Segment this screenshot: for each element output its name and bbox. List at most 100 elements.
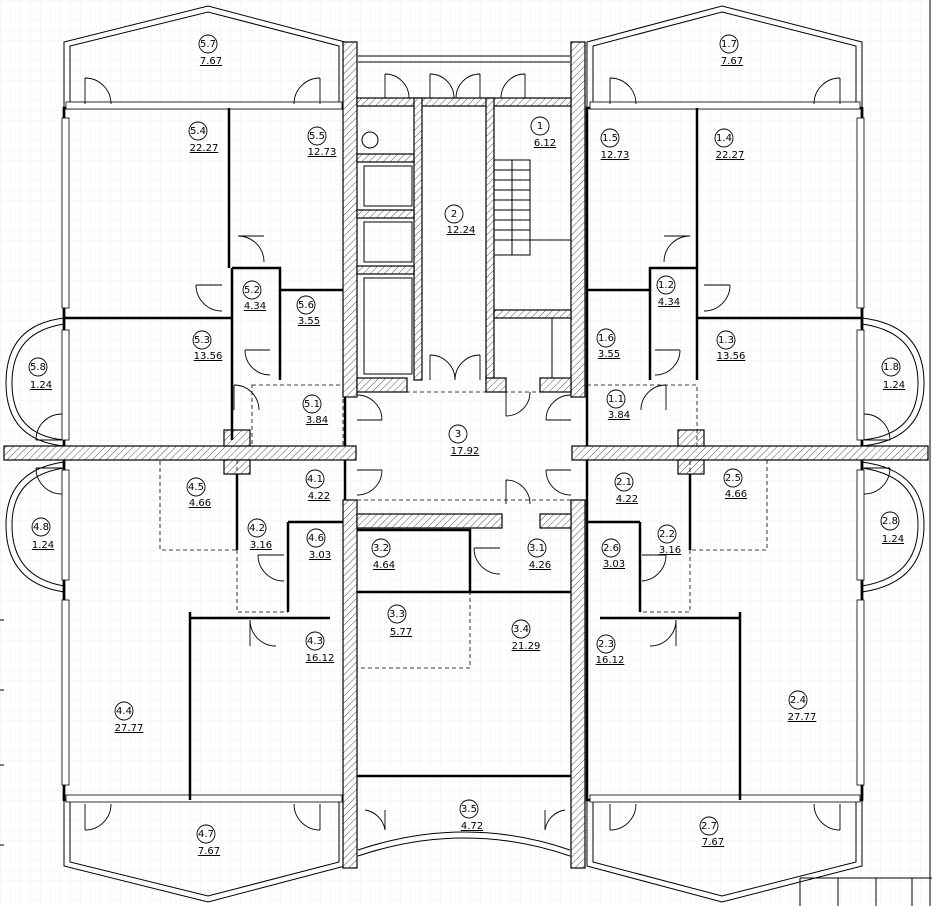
room-4-3: 4.3 16.12 [305,631,335,664]
room-2: 212.24 [444,204,475,236]
room-3-area: 17.92 [451,446,480,457]
partitions [64,108,862,800]
room-1-5-number: 1.5 [602,133,618,144]
room-3-5: 3.5 4.72 [459,799,483,832]
room-4-8-area: 1.24 [32,540,54,551]
room-3-4-number: 3.4 [513,624,529,635]
room-4-2-area: 3.16 [250,540,272,551]
room-1-7-area: 7.67 [721,56,743,67]
room-5-3-area: 13.56 [194,351,223,362]
room-3-2-number: 3.2 [373,543,389,554]
room-1-7: 1.7 7.67 [719,34,743,67]
room-5-1-number: 5.1 [304,399,320,410]
room-2-1-area: 4.22 [616,494,638,505]
room-3-3-area: 5.77 [390,627,412,638]
room-1-8-number: 1.8 [883,362,899,373]
room-3-1: 3.14.26 [527,538,551,571]
room-2-5: 2.5 4.66 [723,468,747,500]
room-1-number: 1 [537,121,543,132]
room-2-8-area: 1.24 [882,534,904,545]
room-2-5-area: 4.66 [725,489,747,500]
room-3-2: 3.24.64 [371,538,395,571]
room-2-4-number: 2.4 [790,695,806,706]
room-1-6: 1.6 3.55 [596,328,620,360]
room-2-6-number: 2.6 [603,543,619,554]
room-4-4-number: 4.4 [116,706,132,717]
room-3-3-number: 3.3 [389,609,405,620]
room-1-8: 1.8 1.24 [881,357,905,391]
room-5-5-area: 12.73 [308,147,337,158]
room-2-number: 2 [451,209,457,220]
room-5-1-area: 3.84 [306,415,328,426]
room-4-1: 4.1 4.22 [305,469,330,502]
room-2-2-number: 2.2 [659,529,675,540]
room-3-number: 3 [455,429,461,440]
room-2-4: 2.4 27.77 [788,690,817,723]
room-1-area: 6.12 [534,138,556,149]
room-4-1-area: 4.22 [308,491,330,502]
room-5-5-number: 5.5 [309,131,325,142]
room-4-3-area: 16.12 [306,653,335,664]
room-4-5-number: 4.5 [188,482,204,493]
room-1-4: 1.422.27 [714,128,744,161]
room-2-3: 2.316.12 [596,634,625,666]
room-1-7-number: 1.7 [721,39,737,50]
room-5-8-number: 5.8 [30,362,46,373]
room-4-8-number: 4.8 [33,522,49,533]
room-5-4-number: 5.4 [190,126,206,137]
room-5-6-number: 5.6 [298,300,314,311]
room-4-8: 4.8 1.24 [31,517,54,551]
room-1-8-area: 1.24 [883,380,905,391]
room-5-6-area: 3.55 [298,316,320,327]
room-3-4-area: 21.29 [512,641,541,652]
room-5-1: 5.1 3.84 [302,394,328,426]
doors [35,73,891,831]
room-4-7-area: 7.67 [198,846,220,857]
room-5-2-number: 5.2 [244,285,260,296]
room-5-8: 5.8 1.24 [28,357,52,391]
room-1-5-area: 12.73 [601,150,630,161]
room-5-7: 5.7 7.67 [198,34,222,67]
room-4-5: 4.5 4.66 [186,477,211,509]
room-5-7-number: 5.7 [200,39,216,50]
room-4-5-area: 4.66 [189,498,211,509]
room-1-1-area: 3.84 [608,410,630,421]
room-1-2-number: 1.2 [658,280,674,291]
room-4-6-area: 3.03 [309,550,331,561]
room-1-3: 1.313.56 [716,330,745,362]
room-5-2: 5.24.34 [242,280,266,312]
room-4-6: 4.63.03 [306,528,331,561]
room-2-8-number: 2.8 [882,516,898,527]
room-3: 317.92 [448,424,480,457]
room-3-5-number: 3.5 [461,804,477,815]
room-labels: 5.77.67 1.77.67 5.422.27 5.512.73 16.12 … [28,34,905,857]
room-5-6: 5.6 3.55 [296,295,320,327]
room-1-1-number: 1.1 [608,394,624,405]
room-3-1-area: 4.26 [529,560,551,571]
room-1-6-number: 1.6 [598,333,614,344]
room-1-6-area: 3.55 [598,349,620,360]
room-5-4: 5.422.27 [188,121,218,154]
room-4-2-number: 4.2 [249,523,265,534]
structural-walls [3,41,929,869]
room-2-2: 2.2 3.16 [657,524,681,556]
room-1-4-number: 1.4 [716,133,732,144]
room-2-3-area: 16.12 [596,655,625,666]
room-2-7: 2.77.67 [699,816,724,848]
room-5-8-area: 1.24 [30,380,52,391]
room-4-3-number: 4.3 [307,636,323,647]
room-2-5-number: 2.5 [725,473,741,484]
room-4-1-number: 4.1 [307,474,323,485]
room-1-3-number: 1.3 [718,335,734,346]
room-4-7: 4.77.67 [196,824,220,857]
room-2-7-number: 2.7 [701,821,717,832]
room-5-3-number: 5.3 [194,335,210,346]
room-3-5-area: 4.72 [461,821,483,832]
room-2-4-area: 27.77 [788,712,817,723]
room-1: 16.12 [530,116,556,149]
room-2-2-area: 3.16 [659,545,681,556]
room-2-1-number: 2.1 [616,477,632,488]
room-5-7-area: 7.67 [200,56,222,67]
